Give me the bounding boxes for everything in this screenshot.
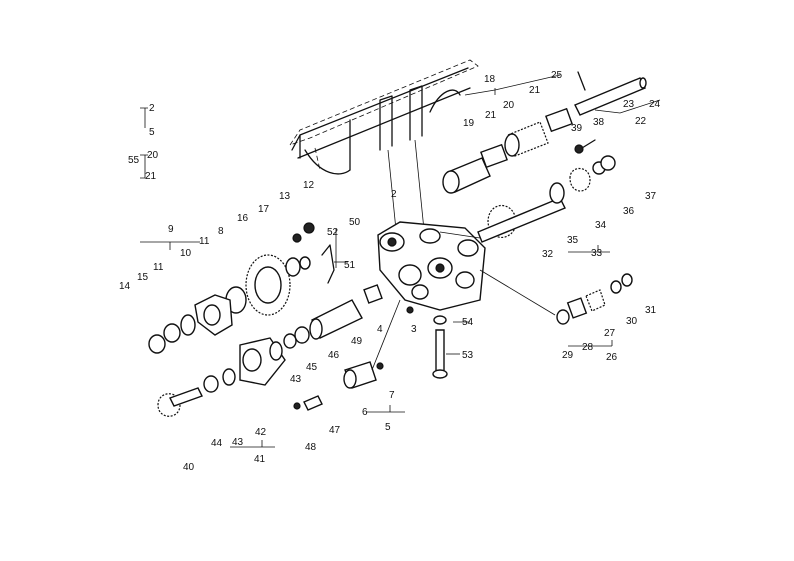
label-35: 35 [567,235,579,246]
label-36: 36 [623,206,635,217]
label-48: 48 [305,442,317,453]
label-10: 10 [180,248,192,259]
label-25: 25 [551,70,563,81]
label-4: 4 [377,324,383,335]
label-37: 37 [645,191,657,202]
label-49: 49 [351,336,363,347]
label-42: 42 [255,427,267,438]
label-22: 22 [635,116,647,127]
label-41: 41 [254,454,266,465]
label-7: 7 [389,390,395,401]
callout-labels: 2 2 3 4 5 5 6 7 8 9 10 11 11 12 13 14 15… [119,70,661,473]
label-15: 15 [137,272,149,283]
label-13: 13 [279,191,291,202]
label-2-legend: 2 [149,103,155,114]
label-18: 18 [484,74,496,85]
label-24: 24 [649,99,661,110]
label-14: 14 [119,281,131,292]
label-30: 30 [626,316,638,327]
label-34: 34 [595,220,607,231]
label-44: 44 [211,438,223,449]
label-5: 5 [385,422,391,433]
label-33: 33 [591,248,603,259]
leader-lines [140,74,661,448]
label-2: 2 [391,189,397,200]
label-21-b: 21 [529,85,541,96]
label-29: 29 [562,350,574,361]
label-20-legend: 20 [147,150,159,161]
label-27: 27 [604,328,616,339]
label-21-legend: 21 [145,171,157,182]
label-17: 17 [258,204,270,215]
label-45: 45 [306,362,318,373]
label-23: 23 [623,99,635,110]
label-54: 54 [462,317,474,328]
label-12: 12 [303,180,315,191]
label-38: 38 [593,117,605,128]
label-43-a: 43 [232,437,244,448]
label-19: 19 [463,118,475,129]
label-55-legend: 55 [128,155,140,166]
label-8: 8 [218,226,224,237]
label-47: 47 [329,425,341,436]
label-3: 3 [411,324,417,335]
label-6: 6 [362,407,368,418]
middle-lower-assembly [283,284,448,389]
label-40: 40 [183,462,195,473]
label-21-a: 21 [485,110,497,121]
label-16: 16 [237,213,249,224]
label-20: 20 [503,100,515,111]
label-26: 26 [606,352,618,363]
label-51: 51 [344,260,356,271]
label-5-legend: 5 [149,127,155,138]
frame-outline [289,59,479,251]
label-31: 31 [645,305,657,316]
right-shaft-assembly [477,155,616,243]
lower-right-assembly [556,273,633,325]
label-11-b: 11 [199,236,210,247]
label-46: 46 [328,350,340,361]
label-32: 32 [542,249,554,260]
left-gear-assembly [148,222,335,354]
label-53: 53 [462,350,474,361]
upper-shaft-assembly [442,71,647,194]
label-39: 39 [571,123,583,134]
label-28: 28 [582,342,594,353]
gearbox-housing [377,221,486,311]
label-50: 50 [349,217,361,228]
label-52: 52 [327,227,339,238]
label-9: 9 [168,224,174,235]
label-11-a: 11 [153,262,164,273]
lower-left-assembly [157,337,323,417]
label-43-b: 43 [290,374,302,385]
